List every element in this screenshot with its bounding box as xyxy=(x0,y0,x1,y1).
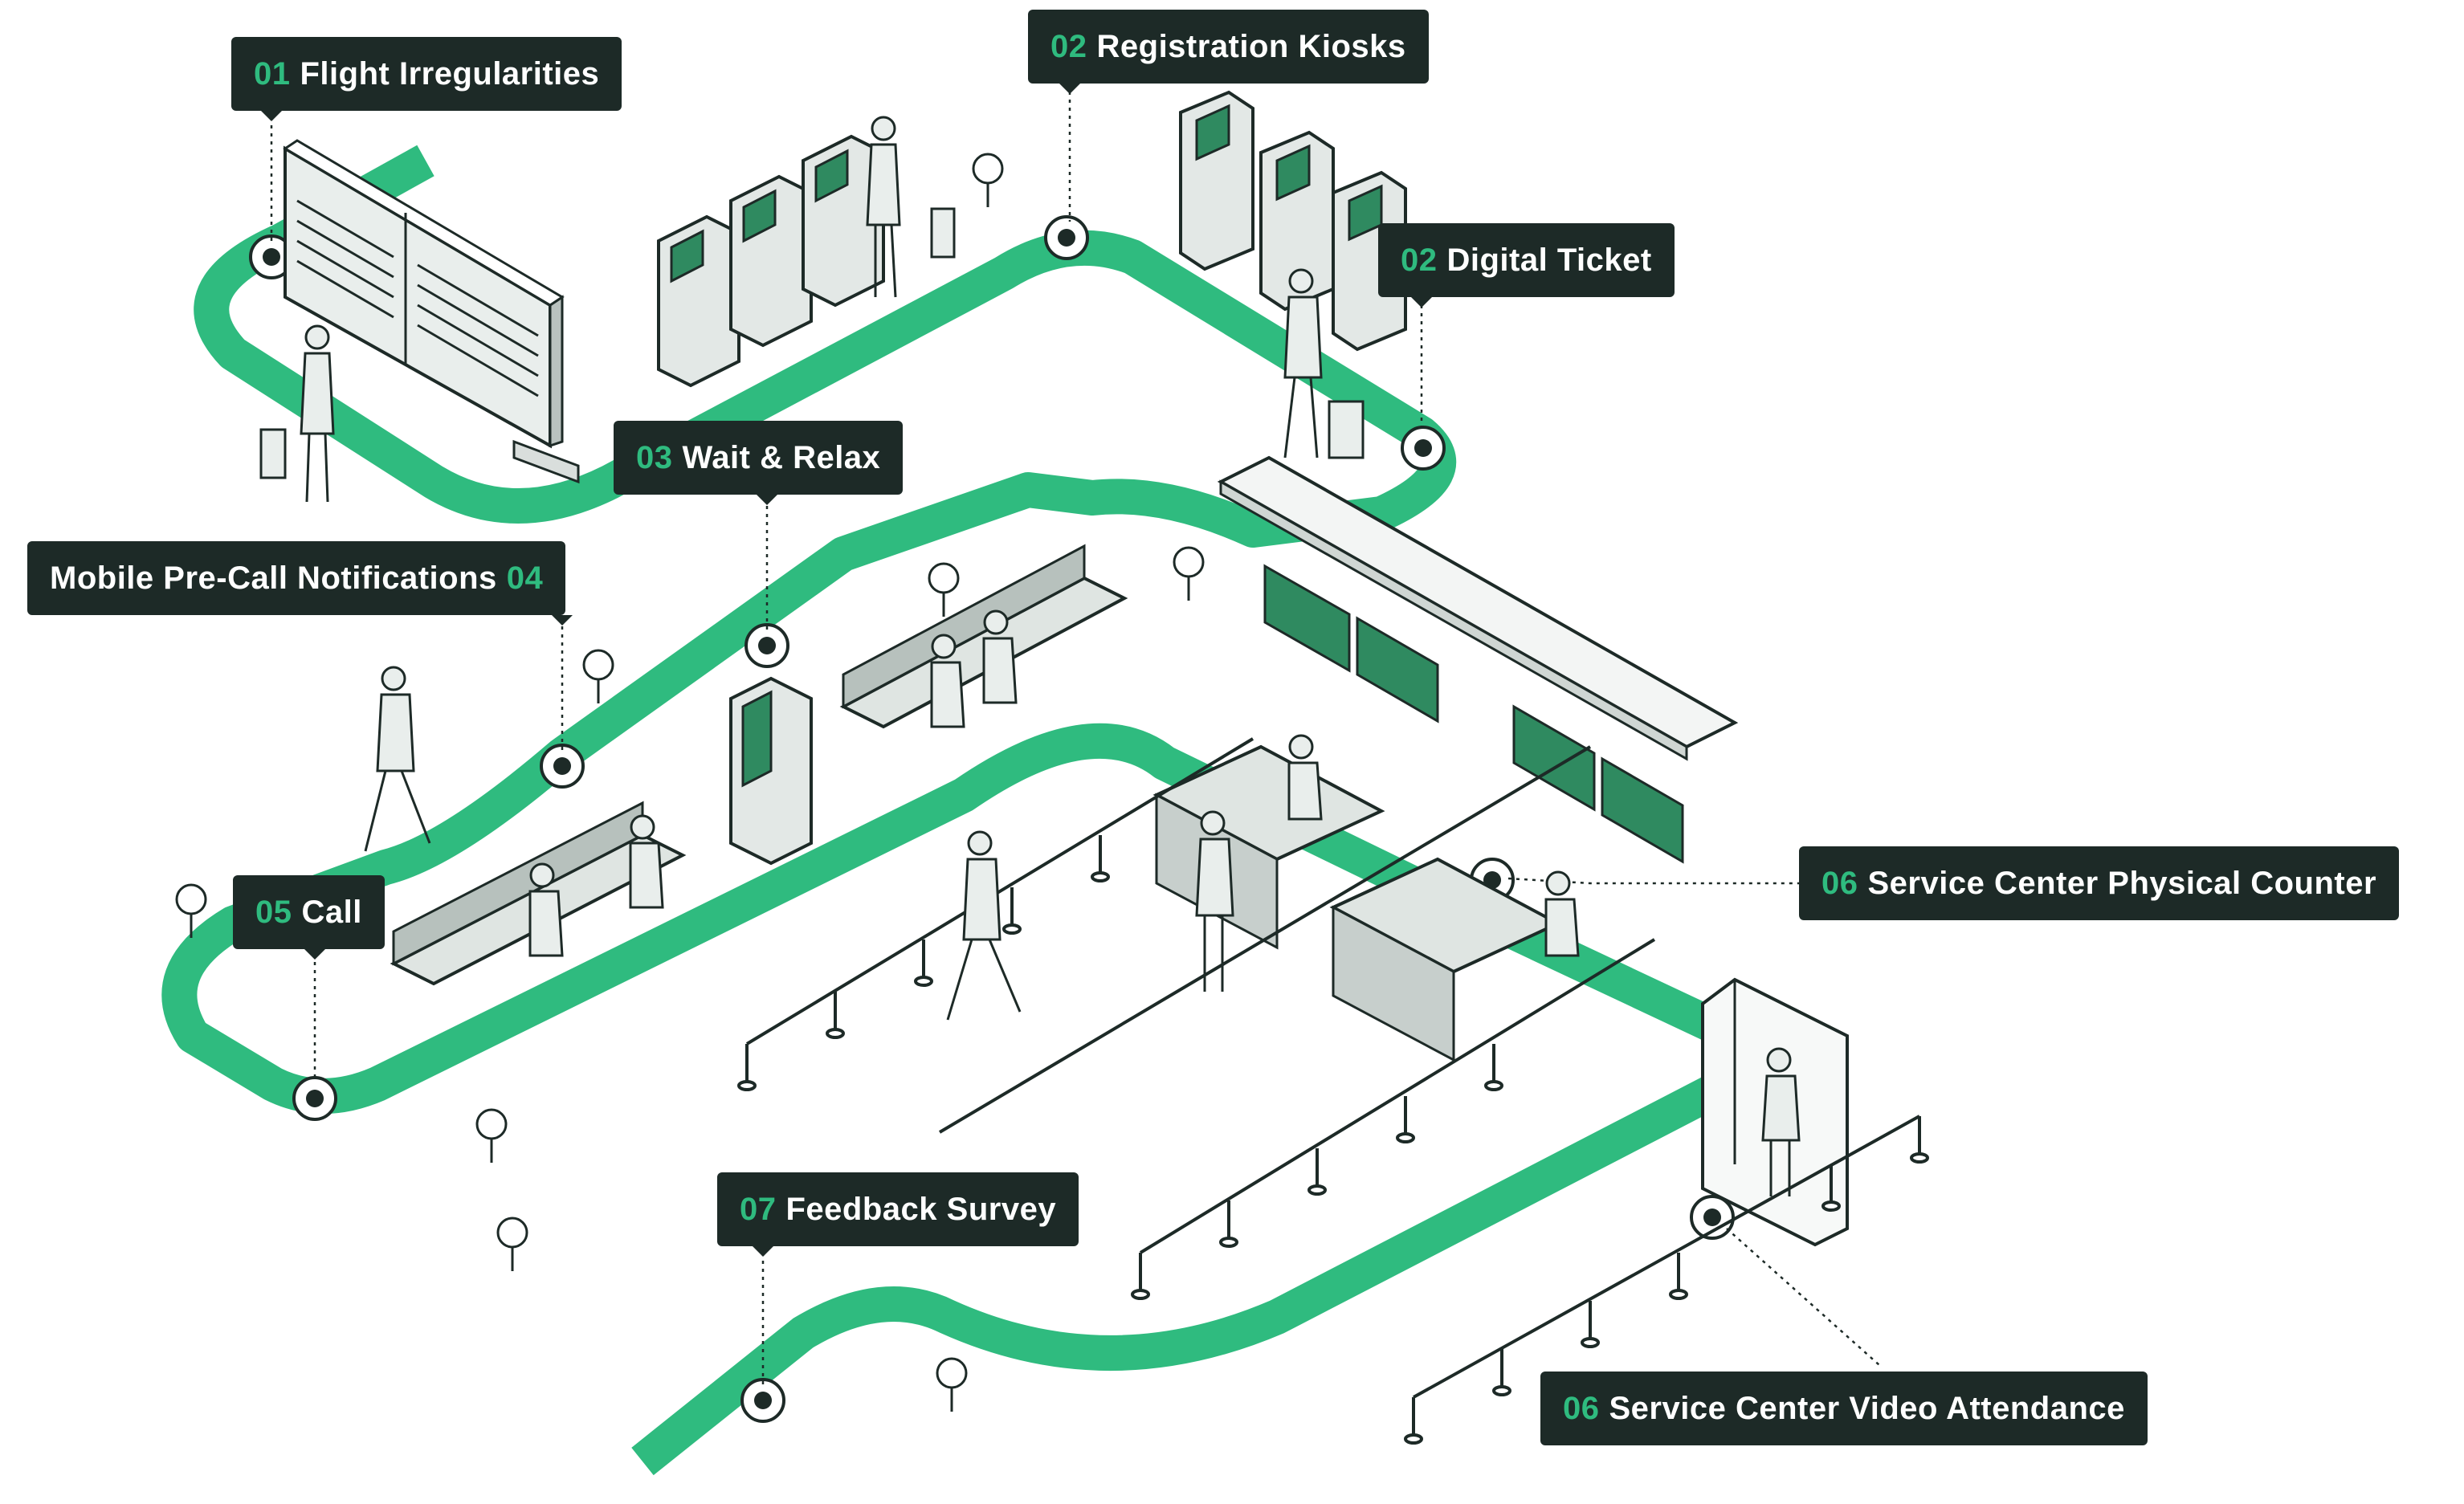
stop-marker-07 xyxy=(740,1378,785,1423)
registration-kiosks-left xyxy=(657,134,885,388)
step-label: Mobile Pre-Call Notifications xyxy=(50,560,497,596)
queue-stanchions xyxy=(737,737,1929,1445)
step-label: Flight Irregularities xyxy=(300,55,600,92)
step-label: Digital Ticket xyxy=(1446,242,1652,278)
traveler-at-kiosk xyxy=(866,116,956,298)
decorative-plants xyxy=(175,153,1205,1412)
step-number: 05 xyxy=(255,894,292,930)
callout-wait-relax: 03 Wait & Relax xyxy=(614,421,904,505)
callout-flight-irregularities: 01 Flight Irregularities xyxy=(231,37,622,121)
step-label: Feedback Survey xyxy=(785,1191,1057,1227)
journey-path xyxy=(161,145,1767,1476)
stop-marker-02b xyxy=(1401,426,1446,471)
step-label: Wait & Relax xyxy=(682,439,881,475)
stop-marker-06b xyxy=(1690,1195,1735,1240)
step-number: 03 xyxy=(636,439,673,475)
stop-marker-03 xyxy=(745,623,789,668)
callout-service-center-physical-counter: 06 Service Center Physical Counter xyxy=(1799,846,2400,920)
callout-registration-kiosks: 02 Registration Kiosks xyxy=(1028,10,1429,94)
callout-feedback-survey: 07 Feedback Survey xyxy=(717,1172,1079,1257)
step-number: 07 xyxy=(740,1191,777,1227)
stop-marker-02 xyxy=(1044,215,1089,260)
stop-marker-04 xyxy=(540,744,585,789)
departures-board xyxy=(283,139,580,484)
step-number: 06 xyxy=(1821,865,1858,901)
registration-kiosks-right xyxy=(1179,90,1407,352)
step-number: 01 xyxy=(254,55,291,92)
step-label: Service Center Video Attendance xyxy=(1609,1390,2125,1426)
traveler-at-board xyxy=(259,324,335,503)
callout-call: 05 Call xyxy=(233,875,385,960)
step-number: 02 xyxy=(1401,242,1438,278)
traveler-seated-upper xyxy=(930,609,1018,728)
step-label: Registration Kiosks xyxy=(1096,28,1406,64)
staff-at-desk xyxy=(1287,734,1580,957)
traveler-with-ticket xyxy=(1283,268,1365,459)
step-label: Service Center Physical Counter xyxy=(1867,865,2377,901)
travelers xyxy=(259,116,1801,1196)
leader-lines xyxy=(270,84,1880,1384)
stop-marker-05 xyxy=(292,1076,337,1121)
traveler-walking-phone xyxy=(364,666,431,852)
service-desks xyxy=(1152,744,1562,1062)
callout-mobile-pre-call-notifications: Mobile Pre-Call Notifications 04 xyxy=(27,541,573,626)
step-number: 06 xyxy=(1563,1390,1600,1426)
callout-service-center-video-attendance: 06 Service Center Video Attendance xyxy=(1540,1372,2148,1445)
service-counter-canopy xyxy=(1217,455,1739,864)
step-number: 04 xyxy=(506,560,544,596)
step-label: Call xyxy=(301,894,362,930)
callout-digital-ticket: 02 Digital Ticket xyxy=(1378,223,1675,308)
step-number: 02 xyxy=(1050,28,1087,64)
traveler-at-desk xyxy=(1195,810,1234,992)
info-display-stand xyxy=(729,676,813,866)
traveler-in-booth xyxy=(1761,1047,1801,1196)
traveler-seated-lower xyxy=(528,814,664,957)
traveler-walking-queue xyxy=(946,830,1022,1021)
